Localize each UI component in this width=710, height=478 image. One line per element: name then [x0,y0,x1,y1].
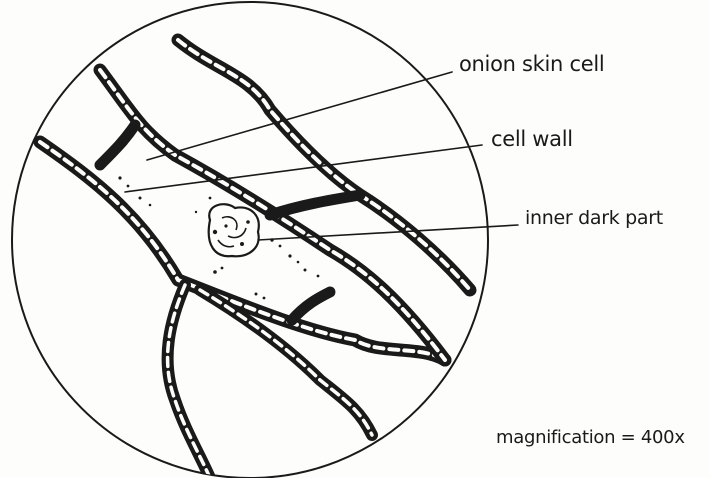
cell-walls [40,40,470,478]
label-magnification: magnification = 400x [496,427,685,448]
label-inner-dark-part: inner dark part [525,207,663,229]
label-onion-skin-cell: onion skin cell [459,52,604,76]
cell-wall-lower [40,142,445,360]
cell-wall-branch-middle [200,290,372,435]
label-cell-wall: cell wall [491,127,573,151]
